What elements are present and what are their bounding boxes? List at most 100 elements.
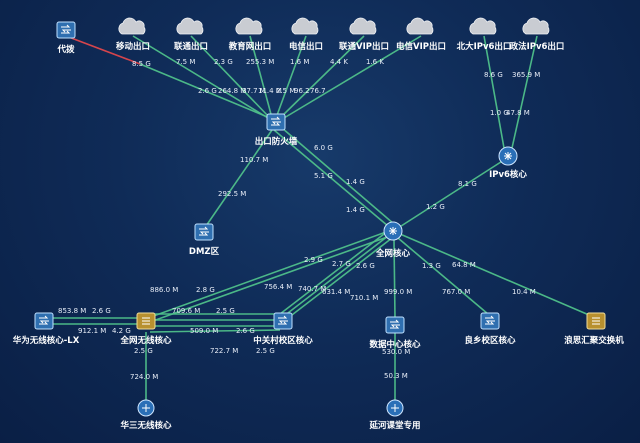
label-ipv6-a: 1.0 G: [490, 109, 509, 117]
node-huawei-lx-label: 华为无线核心-LX: [13, 335, 80, 346]
label-c6: 710.1 M: [350, 294, 378, 302]
switch-icon: [385, 316, 405, 334]
node-langsi[interactable]: 浪思汇聚交换机: [564, 312, 624, 346]
label-liantong-a: 2.3 G: [214, 58, 233, 66]
label-c9: 1.3 G: [422, 262, 441, 270]
label-w1: 886.0 M: [150, 286, 178, 294]
label-w4: 2.5 G: [216, 307, 235, 315]
label-w8: 4.2 G: [112, 327, 131, 335]
node-yidong[interactable]: 移动出口: [116, 17, 150, 52]
node-liantong-vip-label: 联通VIP出口: [339, 41, 389, 52]
label-c5: 631.4 M: [322, 288, 350, 296]
label-lvip-a: 4.4 K: [330, 58, 348, 66]
link-labels: 8.5 G 7.5 M 2.6 G 2.3 G 264.8 M 255.3 M …: [58, 58, 540, 381]
label-daibo-fw: 8.5 G: [132, 60, 151, 68]
node-zhengfa-ipv6[interactable]: 政法IPv6出口: [510, 17, 565, 52]
label-w7: 912.1 M: [78, 327, 106, 335]
link-daibo-firewall-green: [139, 63, 271, 119]
node-allcore[interactable]: 全网核心: [375, 221, 411, 259]
link-allcore-langsi: [399, 233, 597, 319]
label-c3: 756.4 M: [264, 283, 292, 291]
label-w6: 2.6 G: [92, 307, 111, 315]
label-w2: 2.8 G: [196, 286, 215, 294]
label-d2: 50.3 M: [384, 372, 408, 380]
cloud-icon: [235, 17, 263, 35]
node-h3c[interactable]: 华三无线核心: [120, 399, 172, 431]
node-datacenter-label: 数据中心核心: [369, 339, 421, 350]
label-w13: 2.5 G: [134, 347, 153, 355]
label-w14: 724.0 M: [130, 373, 158, 381]
label-fw-core-c: 1.4 G: [346, 178, 365, 186]
node-beida-ipv6[interactable]: 北大IPv6出口: [457, 17, 512, 52]
label-dianxin-b: 11.4 M: [258, 87, 282, 95]
node-daibo[interactable]: 代拨: [56, 21, 76, 55]
label-d1: 530.0 M: [382, 348, 410, 356]
node-datacenter[interactable]: 数据中心核心: [369, 316, 421, 350]
link-daibo-firewall: [65, 35, 141, 65]
switch-icon: [56, 21, 76, 39]
label-lvip-b: 96.2: [294, 87, 310, 95]
cloud-icon: [291, 17, 319, 35]
node-liantong-vip[interactable]: 联通VIP出口: [339, 17, 389, 52]
cloud-icon: [176, 17, 204, 35]
label-dianxin-a: 1.6 M: [290, 58, 309, 66]
link-wlan-zgc-4: [149, 329, 281, 333]
label-fw-dmz-a: 110.7 M: [240, 156, 268, 164]
link-zhengfa-ipv6core: [511, 35, 538, 149]
node-yanhe[interactable]: 延河课堂专用: [368, 399, 421, 431]
node-yanhe-label: 延河课堂专用: [368, 420, 420, 431]
node-zgc[interactable]: 中关村校区核心: [253, 312, 313, 346]
label-fw-core-b: 5.1 G: [314, 172, 333, 180]
label-dianxin-c: 2.5 M: [276, 87, 295, 95]
node-ipv6core-label: IPv6核心: [489, 169, 527, 180]
label-c2: 2.7 G: [332, 260, 351, 268]
label-jiaoyu-a: 255.3 M: [246, 58, 274, 66]
node-jiaoyu[interactable]: 教育网出口: [228, 17, 272, 52]
node-zhengfa-ipv6-label: 政法IPv6出口: [510, 41, 565, 52]
switch-icon: [273, 312, 293, 330]
label-dvip-b: 76.7: [310, 87, 326, 95]
label-ipv6-b: 47.8 M: [506, 109, 530, 117]
label-yidong-a: 7.5 M: [176, 58, 195, 66]
node-dianxin-label: 电信出口: [289, 41, 323, 52]
link-beida-ipv6core: [483, 35, 505, 149]
label-fw-core-a: 6.0 G: [314, 144, 333, 152]
link-allcore-wlan-1: [147, 231, 387, 319]
link-yidong-firewall: [132, 35, 269, 119]
cloud-icon: [349, 17, 377, 35]
node-wlan-core-label: 全网无线核心: [119, 335, 172, 346]
firewall-icon: [266, 113, 286, 131]
label-w11: 722.7 M: [210, 347, 238, 355]
node-huawei-lx[interactable]: 华为无线核心-LX: [13, 312, 80, 346]
link-lvip-firewall: [279, 35, 365, 119]
node-dianxin-vip[interactable]: 电信VIP出口: [396, 17, 446, 52]
link-liantong-firewall: [190, 35, 271, 119]
label-c10: 64.8 M: [452, 261, 476, 269]
label-w9: 509.0 M: [190, 327, 218, 335]
link-dianxin-firewall: [275, 35, 307, 119]
label-fw-dmz-b: 292.5 M: [218, 190, 246, 198]
node-ipv6core[interactable]: IPv6核心: [489, 146, 527, 180]
link-firewall-allcore-1: [273, 129, 389, 227]
cloud-icon: [406, 17, 434, 35]
node-liantong-label: 联通出口: [174, 41, 208, 52]
node-jiaoyu-label: 教育网出口: [228, 41, 272, 52]
node-liantong[interactable]: 联通出口: [174, 17, 208, 52]
cloud-icon: [469, 17, 497, 35]
node-dianxin[interactable]: 电信出口: [289, 17, 323, 52]
node-wlan-core[interactable]: 全网无线核心: [119, 312, 172, 346]
link-jiaoyu-firewall: [249, 35, 273, 119]
label-yidong-b: 2.6 G: [198, 87, 217, 95]
link-firewall-allcore-2: [281, 127, 395, 225]
node-dmz[interactable]: DMZ区: [189, 223, 220, 257]
link-allcore-datacenter: [393, 239, 396, 319]
node-firewall-label: 出口防火墙: [255, 136, 298, 147]
label-c8: 999.0 M: [384, 288, 412, 296]
switch-icon: [480, 312, 500, 330]
cloud-icon: [522, 17, 550, 35]
link-allcore-zgc-1: [283, 235, 389, 317]
node-firewall[interactable]: 出口防火墙: [255, 113, 298, 147]
node-liangxiang[interactable]: 良乡校区核心: [464, 312, 516, 346]
